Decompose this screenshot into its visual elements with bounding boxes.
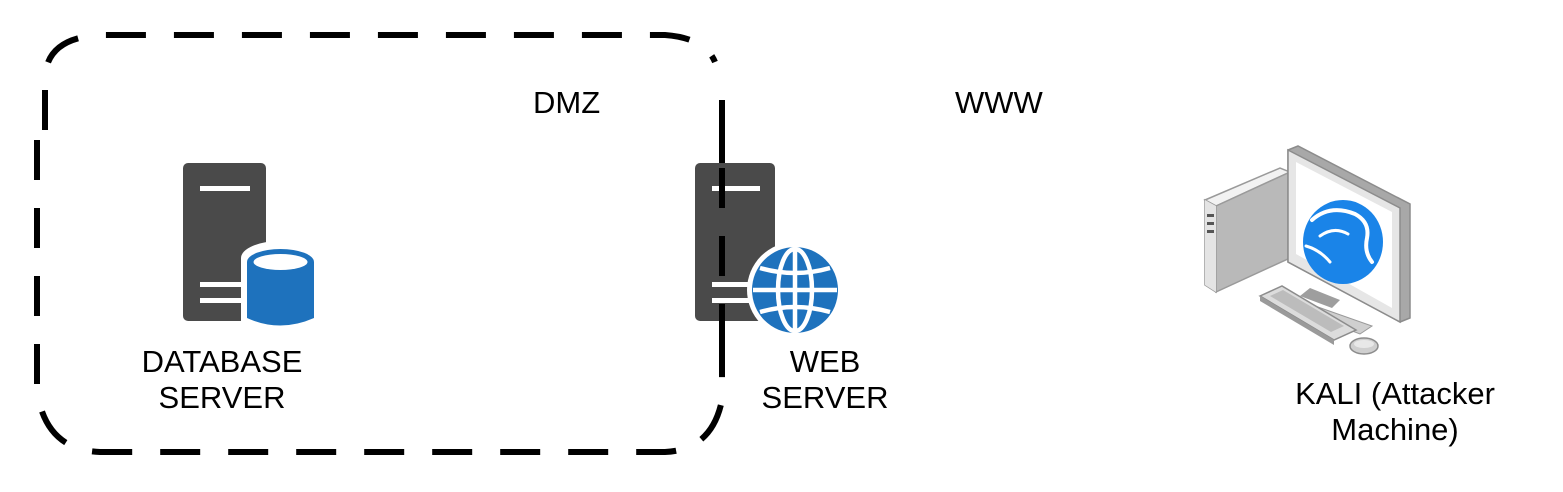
web-server-label-line1: WEB xyxy=(789,344,861,379)
www-label: WWW xyxy=(955,85,1043,120)
web-server-label-line2: SERVER xyxy=(761,380,889,415)
web-server-label: WEB SERVER xyxy=(725,344,925,416)
kali-label-line2: Machine) xyxy=(1331,412,1459,447)
kali-computer-icon xyxy=(1203,145,1411,355)
database-server-label-line2: SERVER xyxy=(158,380,286,415)
dmz-boundary xyxy=(34,32,725,455)
mouse-icon xyxy=(1349,337,1379,355)
kali-label-line1: KALI (Attacker xyxy=(1295,376,1495,411)
database-server-label: DATABASE SERVER xyxy=(122,344,322,416)
keyboard-icon xyxy=(1258,285,1358,345)
kali-label: KALI (Attacker Machine) xyxy=(1255,376,1535,448)
pc-tower-icon xyxy=(1203,167,1292,294)
monitor-icon xyxy=(1287,145,1411,324)
globe-icon xyxy=(752,246,838,334)
dmz-label: DMZ xyxy=(533,85,601,120)
web-server-icon xyxy=(695,163,843,338)
database-server-label-line1: DATABASE xyxy=(141,344,303,379)
database-icon xyxy=(247,249,314,326)
kali-logo-icon xyxy=(1303,200,1383,284)
database-server-icon xyxy=(183,163,320,332)
